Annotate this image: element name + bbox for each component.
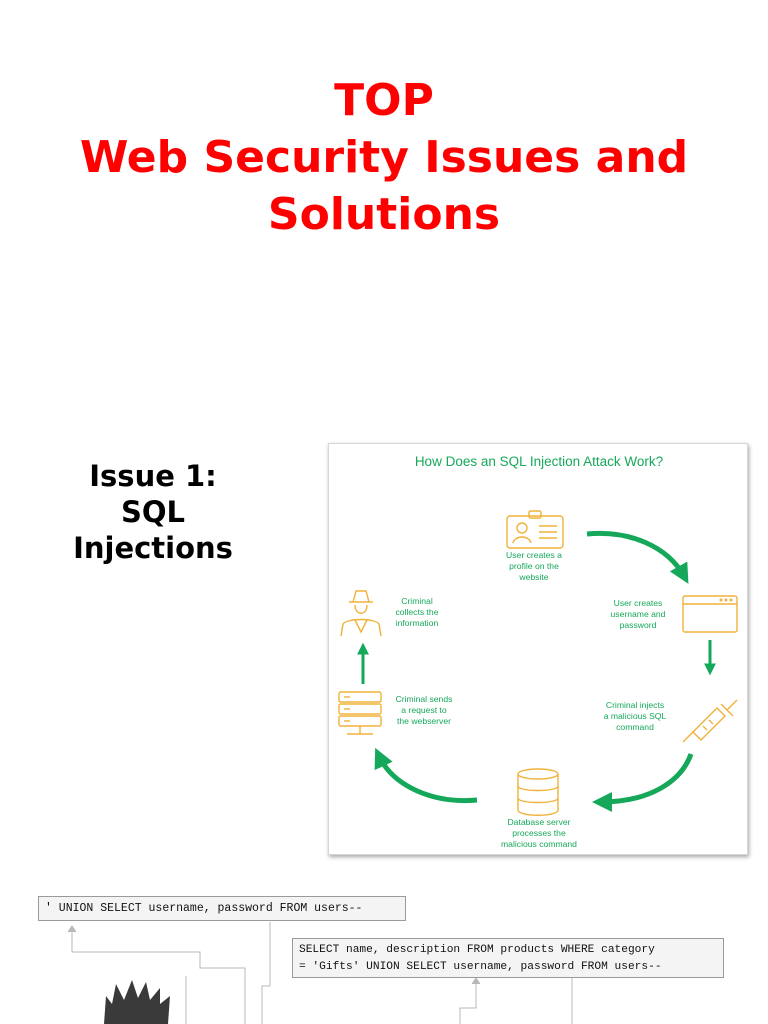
issue-line-2: SQL xyxy=(120,495,186,529)
database-icon xyxy=(517,768,559,816)
code-connector-lines xyxy=(67,922,573,1024)
diagram-graphics xyxy=(338,510,738,816)
server-rack-icon xyxy=(338,691,382,735)
diagram-title: How Does an SQL Injection Attack Work? xyxy=(414,454,664,469)
syringe-icon xyxy=(682,699,738,743)
step-profile-label: User creates a profile on the website xyxy=(506,550,562,582)
id-card-icon xyxy=(506,510,564,549)
step-credentials-label: User creates username and password xyxy=(610,598,666,630)
arrow-database-to-request xyxy=(374,747,478,804)
sql-injection-diagram: How Does an SQL Injection Attack Work? U… xyxy=(328,443,748,855)
issue-line-3: Injections xyxy=(73,531,233,565)
title-line-1: TOP xyxy=(334,75,434,126)
title-line-2: Web Security Issues and xyxy=(79,132,689,183)
step-inject-label: Criminal injects a malicious SQL command xyxy=(603,700,667,732)
step-database-label: Database server processes the malicious … xyxy=(501,817,577,849)
query-line-2: = 'Gifts' UNION SELECT username, passwor… xyxy=(299,961,662,973)
query-line-1: SELECT name, description FROM products W… xyxy=(299,944,655,956)
issue-heading: Issue 1: SQL Injections xyxy=(48,458,258,566)
spy-criminal-icon xyxy=(340,590,382,637)
hacker-avatar-icon xyxy=(104,980,170,1024)
arrow-profile-to-credentials xyxy=(586,530,689,584)
slide-title: TOP Web Security Issues and Solutions xyxy=(0,72,768,243)
arrow-inject-to-database xyxy=(592,753,694,812)
browser-window-icon xyxy=(682,595,738,633)
resulting-query-code: SELECT name, description FROM products W… xyxy=(292,938,724,978)
issue-line-1: Issue 1: xyxy=(89,459,217,493)
title-line-3: Solutions xyxy=(267,189,501,240)
injection-payload-code: ' UNION SELECT username, password FROM u… xyxy=(38,896,406,921)
step-request-label: Criminal sends a request to the webserve… xyxy=(395,694,453,726)
step-collect-label: Criminal collects the information xyxy=(395,596,439,628)
